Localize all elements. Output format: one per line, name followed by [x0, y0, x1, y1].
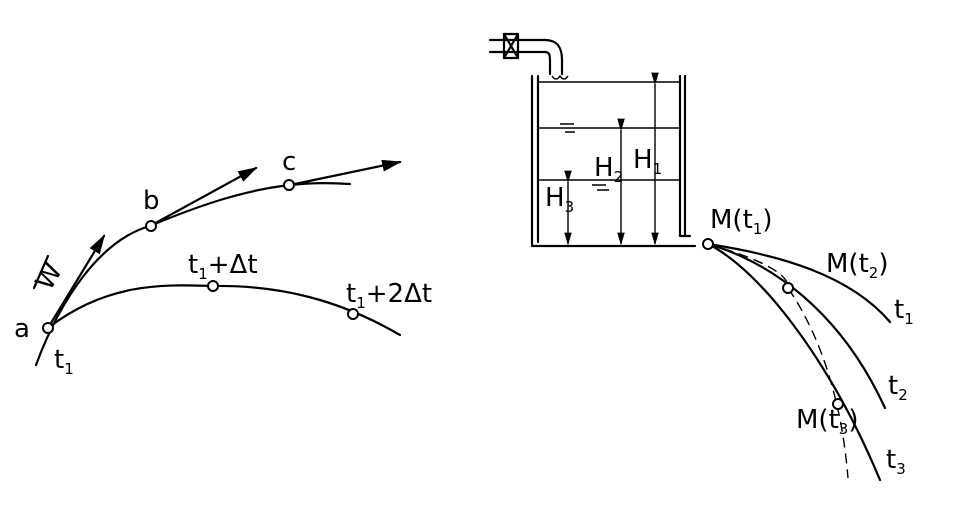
label-t1-plus-2dt: t1+2Δt	[346, 279, 432, 312]
label-h1: H1	[633, 145, 662, 178]
trajectory-t2	[706, 242, 887, 410]
point-b	[145, 220, 157, 232]
point-a	[42, 322, 54, 334]
streamline-figure: W a b c t1 t1+Δt t1+2Δt	[14, 147, 432, 378]
point-t1-2dt	[347, 308, 359, 320]
label-m-t1: M(t1)	[710, 205, 772, 238]
label-curve-t2: t2	[888, 371, 908, 404]
supply-pipe	[488, 32, 569, 80]
label-curve-t1: t1	[894, 295, 914, 328]
velocity-vector-b	[148, 166, 258, 228]
tank-figure: H1 H2 H3 M(t1) M(t2) M(t3) t1	[488, 32, 914, 482]
trajectory-t3	[706, 242, 882, 482]
label-c: c	[282, 147, 296, 177]
label-t1: t1	[54, 345, 74, 378]
label-m-t2: M(t2)	[826, 249, 888, 282]
label-a: a	[14, 314, 30, 344]
streakline	[707, 243, 849, 479]
label-h3: H3	[545, 183, 574, 216]
velocity-vector-a	[46, 234, 106, 330]
label-m-t3: M(t3)	[796, 405, 858, 438]
label-h2: H2	[594, 153, 623, 186]
trajectory-t1	[706, 242, 892, 324]
label-curve-t3: t3	[886, 445, 906, 478]
valve-icon	[502, 32, 520, 60]
label-b: b	[143, 186, 160, 216]
tank-walls	[530, 74, 697, 248]
velocity-vector-c	[288, 159, 402, 187]
label-t1-plus-dt: t1+Δt	[188, 250, 258, 283]
streamline-curve	[34, 181, 352, 367]
w-vector-mark	[32, 254, 50, 290]
point-m-t3	[832, 398, 844, 410]
w-label: W	[30, 258, 69, 295]
point-m-t1	[702, 238, 714, 250]
point-m-t2	[782, 282, 794, 294]
point-c	[283, 179, 295, 191]
point-t1-dt	[207, 280, 219, 292]
